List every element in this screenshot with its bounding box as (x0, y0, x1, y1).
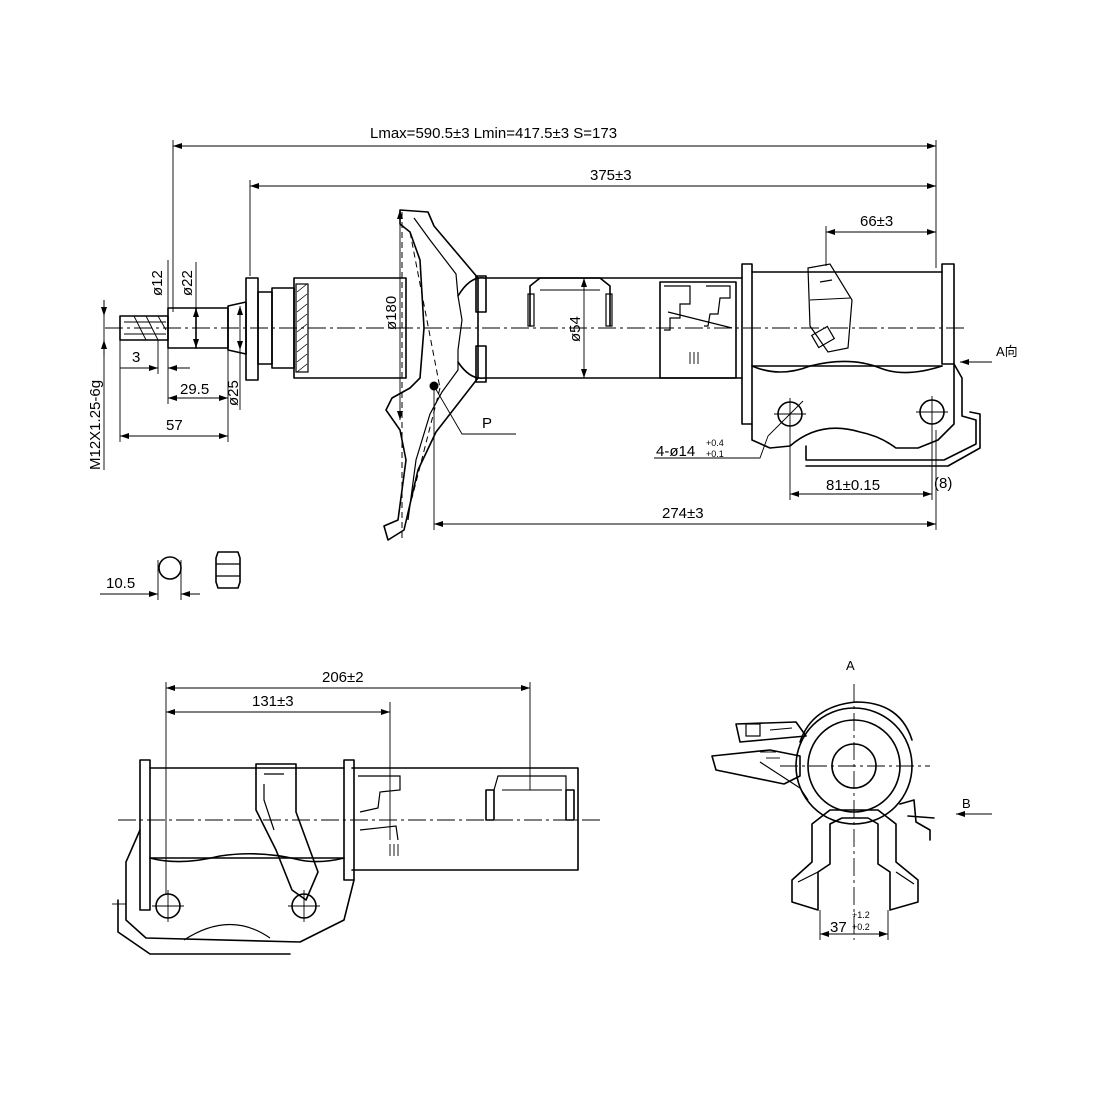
dim-37-tol-upper: +1.2 (852, 910, 870, 920)
label-p: P (482, 415, 492, 432)
dim-22: ø22 (179, 270, 196, 296)
dim-375: 375±3 (590, 167, 632, 184)
dim-holes-tol-lower: +0.1 (706, 449, 724, 459)
dim-54: ø54 (567, 316, 584, 342)
dim-thread: M12X1.25-6g (87, 380, 104, 470)
dim-3: 3 (132, 349, 140, 366)
dim-180: ø180 (383, 296, 400, 330)
view-a: A 37 +1.2 +0.2 B (711, 658, 992, 940)
main-view: Lmax=590.5±3 Lmin=417.5±3 S=173 375±3 66… (87, 125, 1018, 541)
dim-274: 274±3 (662, 505, 704, 522)
dim-8: (8) (934, 475, 952, 492)
dim-holes-tol-upper: +0.4 (706, 438, 724, 448)
dim-57: 57 (166, 417, 183, 434)
dim-81: 81±0.15 (826, 477, 880, 494)
label-view-a: A (846, 658, 855, 673)
dim-131: 131±3 (252, 693, 294, 710)
dim-37: 37 (830, 919, 847, 936)
dim-10-5: 10.5 (106, 575, 135, 592)
knuckle-bracket (741, 263, 981, 467)
bottom-view: 206±2 131±3 (112, 669, 600, 955)
dim-12: ø12 (149, 270, 166, 296)
dim-206: 206±2 (322, 669, 364, 686)
dim-holes: 4-ø14 (656, 443, 695, 460)
spring-seat (383, 209, 479, 541)
dim-37-tol-lower: +0.2 (852, 922, 870, 932)
tube-clip (527, 277, 613, 327)
dim-66: 66±3 (860, 213, 893, 230)
dim-25: ø25 (225, 380, 242, 406)
hose-bracket (659, 281, 737, 379)
dim-29-5: 29.5 (180, 381, 209, 398)
nut-detail: 10.5 (100, 551, 241, 600)
label-view-b: B (962, 796, 971, 811)
knurl-hatching (296, 283, 308, 373)
label-a-direction: A向 (996, 344, 1018, 359)
upper-mount-plate (245, 277, 259, 381)
dim-length-spec: Lmax=590.5±3 Lmin=417.5±3 S=173 (370, 125, 617, 142)
upper-mount-body (293, 277, 407, 379)
